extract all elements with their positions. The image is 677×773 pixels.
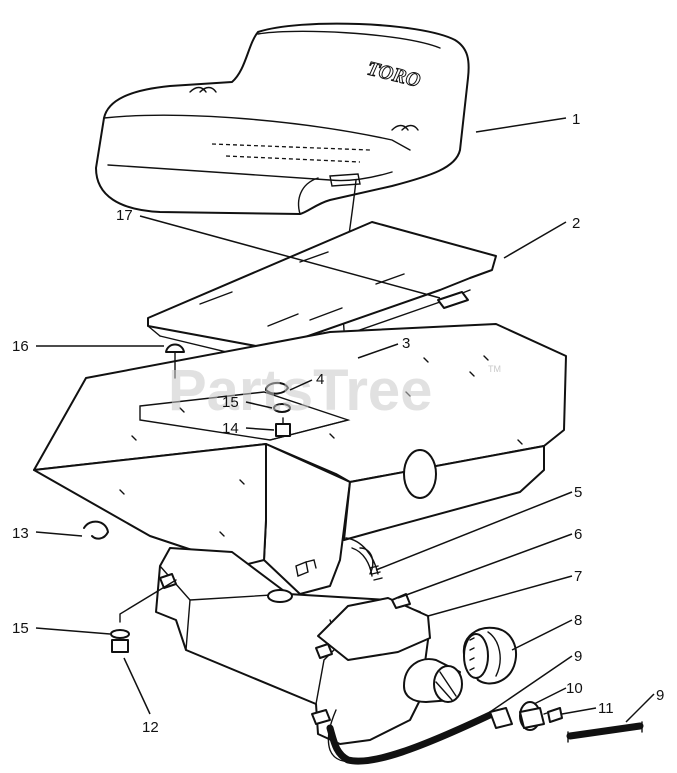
callout-17: 17 [116, 207, 133, 224]
washer-upper [273, 403, 291, 413]
retaining-ring [83, 520, 109, 540]
callout-12: 12 [142, 719, 159, 736]
callout-5: 5 [574, 484, 582, 501]
watermark-trademark: TM [488, 364, 501, 374]
fuel-filter [489, 701, 644, 743]
callout-6: 6 [574, 526, 582, 543]
callout-1: 1 [572, 111, 580, 128]
callout-15-upper: 15 [222, 394, 239, 411]
nut-upper [275, 423, 291, 437]
body-shell [33, 323, 567, 595]
hardware [83, 343, 291, 653]
callout-7: 7 [574, 568, 582, 585]
clip [265, 382, 289, 395]
callout-labels: 1 2 3 4 5 6 7 8 9 9 10 11 12 13 14 15 15… [12, 111, 664, 736]
washer-lower [110, 629, 130, 639]
leader-lines [35, 117, 655, 723]
callout-16: 16 [12, 338, 29, 355]
callout-11: 11 [598, 700, 614, 717]
nut-lower [111, 639, 129, 653]
fuel-cap [462, 626, 517, 685]
callout-8: 8 [574, 612, 582, 629]
callout-14: 14 [222, 420, 239, 437]
callout-10: 10 [566, 680, 583, 697]
callout-2: 2 [572, 215, 580, 232]
carriage-bolt [165, 343, 185, 353]
callout-9-fuel-line: 9 [574, 648, 582, 665]
callout-3: 3 [402, 335, 410, 352]
watermark: PartsTree [168, 358, 432, 423]
callout-9-outlet-hose: 9 [656, 687, 664, 704]
filler-hose [345, 537, 383, 581]
callout-13: 13 [12, 525, 29, 542]
callout-4: 4 [316, 371, 324, 388]
callout-15-lower: 15 [12, 620, 29, 637]
fuel-tank [155, 547, 496, 765]
